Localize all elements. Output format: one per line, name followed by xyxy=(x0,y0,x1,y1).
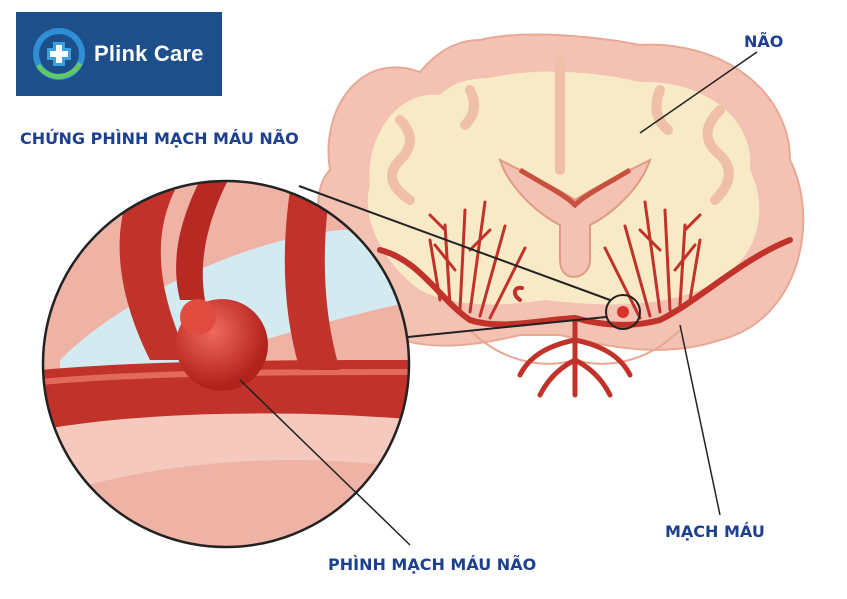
medical-cross-globe-icon xyxy=(33,28,85,80)
magnified-view xyxy=(43,181,409,547)
label-brain: NÃO xyxy=(744,32,784,51)
aneurysm-small xyxy=(617,306,629,318)
brand-name: Plink Care xyxy=(94,41,204,66)
zoom-indicator xyxy=(605,294,641,330)
label-aneurysm: PHÌNH MẠCH MÁU NÃO xyxy=(328,555,537,574)
magnifier-ring xyxy=(41,179,411,549)
brain-blood-vessels xyxy=(377,200,793,398)
label-blood-vessel: MẠCH MÁU xyxy=(665,522,765,541)
brand-logo: Plink Care xyxy=(16,12,222,96)
page-title: CHỨNG PHÌNH MẠCH MÁU NÃO xyxy=(20,129,299,148)
